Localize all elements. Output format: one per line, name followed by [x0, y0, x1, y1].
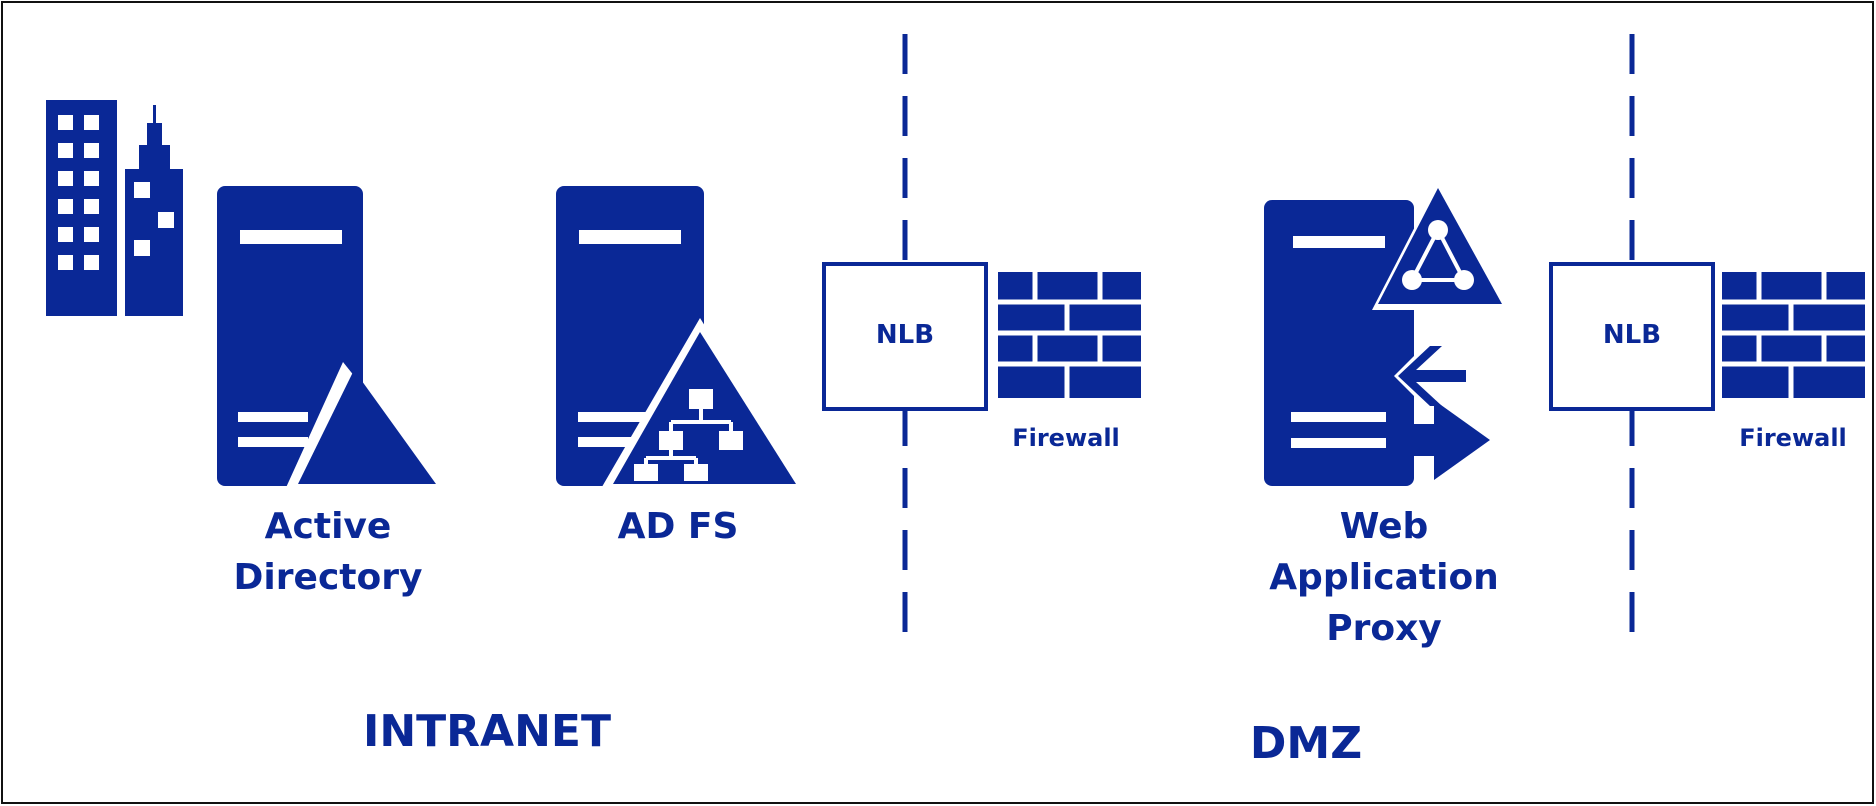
zone-label-dmz: DMZ	[1250, 718, 1362, 769]
firewall-label-external: Firewall	[1739, 424, 1847, 452]
bidirectional-arrows-icon	[1390, 342, 1490, 480]
nlb-box-external	[1549, 262, 1715, 411]
wap-label-line1: Web	[1340, 506, 1429, 547]
brick-wall-icon	[998, 272, 1141, 398]
wap-label-line3: Proxy	[1326, 608, 1442, 649]
network-nodes-icon	[1402, 220, 1474, 290]
hierarchy-icon	[634, 389, 743, 481]
nlb-box-internal	[822, 262, 988, 411]
active-directory-server-icon	[217, 186, 447, 492]
nlb-label-external: NLB	[1603, 320, 1661, 350]
brick-wall-icon	[1722, 272, 1865, 398]
adfs-label: AD FS	[618, 506, 739, 547]
zone-label-intranet: INTRANET	[363, 706, 611, 757]
web-application-proxy-server-icon	[1264, 182, 1508, 486]
firewall-label-internal: Firewall	[1012, 424, 1120, 452]
nlb-label-internal: NLB	[876, 320, 934, 350]
buildings-icon	[46, 100, 183, 316]
adfs-server-icon	[556, 186, 809, 492]
active-directory-label-line2: Directory	[234, 557, 423, 598]
wap-label-line2: Application	[1269, 557, 1499, 598]
active-directory-label-line1: Active	[265, 506, 392, 547]
